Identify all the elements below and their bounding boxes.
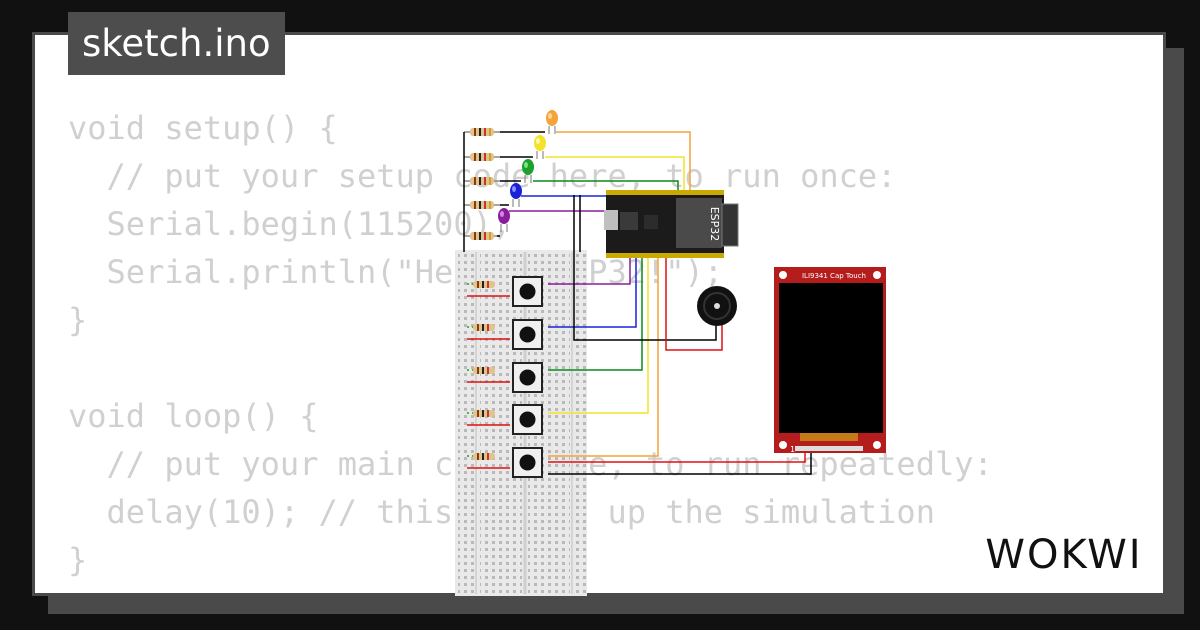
green-led-icon[interactable] [522, 159, 534, 183]
main-panel [32, 32, 1166, 596]
top-resistors [464, 128, 500, 240]
code-line: Serial.begin(115200); [68, 205, 512, 243]
code-line: void loop() { [68, 397, 319, 435]
code-line: void setup() { [68, 109, 338, 147]
buzzer-icon[interactable] [697, 286, 737, 326]
push-button-icon[interactable] [512, 404, 543, 435]
yellow-led-icon[interactable] [534, 135, 546, 159]
ili9341-display[interactable]: ILI9341 Cap Touch 1 [774, 267, 886, 454]
push-button-icon[interactable] [512, 447, 543, 478]
wokwi-logo[interactable]: WOKWI [976, 528, 1152, 576]
button-resistors [473, 281, 495, 460]
blue-led-icon[interactable] [510, 183, 522, 207]
esp32-label: ESP32 [708, 207, 721, 242]
display-label: ILI9341 Cap Touch [802, 272, 866, 280]
purple-led-icon[interactable] [498, 208, 510, 232]
push-button-icon[interactable] [512, 319, 543, 350]
breadboard [455, 250, 587, 596]
orange-led-icon[interactable] [546, 110, 558, 134]
code-line: // put your setup code here, to run once… [68, 157, 897, 195]
display-pin-marker: 1 [790, 445, 795, 454]
esp32-board[interactable]: ESP32 [604, 190, 739, 258]
file-tab[interactable]: sketch.ino [68, 12, 285, 75]
logo-text: WOKWI [985, 532, 1142, 576]
wires [463, 131, 812, 475]
push-button-icon[interactable] [512, 276, 543, 307]
code-line: } [68, 541, 88, 579]
push-button-icon[interactable] [512, 362, 543, 393]
code-line: } [68, 301, 88, 339]
